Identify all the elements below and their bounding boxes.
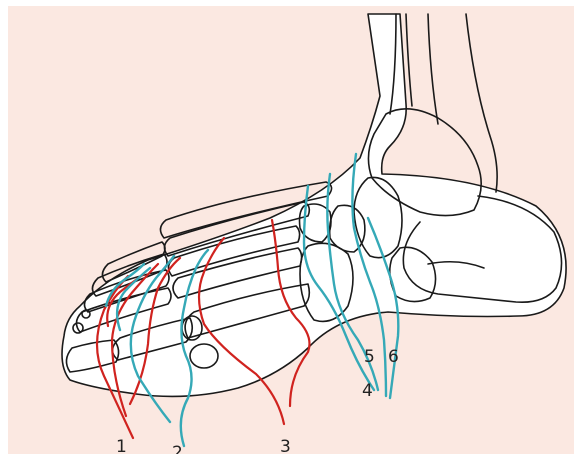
fibula-back <box>466 14 497 192</box>
tibia-shaft <box>406 14 412 106</box>
label-1: 1 <box>116 437 127 454</box>
foot-diagram: 1 2 3 4 5 6 <box>8 6 574 454</box>
label-5: 5 <box>364 347 375 367</box>
label-3: 3 <box>280 437 291 454</box>
fibula-shaft <box>428 14 438 124</box>
label-2: 2 <box>172 443 183 454</box>
label-6: 6 <box>388 347 399 367</box>
foot-outline <box>62 14 566 396</box>
diagram-frame: 1 2 3 4 5 6 <box>8 6 574 454</box>
label-4: 4 <box>362 381 373 401</box>
